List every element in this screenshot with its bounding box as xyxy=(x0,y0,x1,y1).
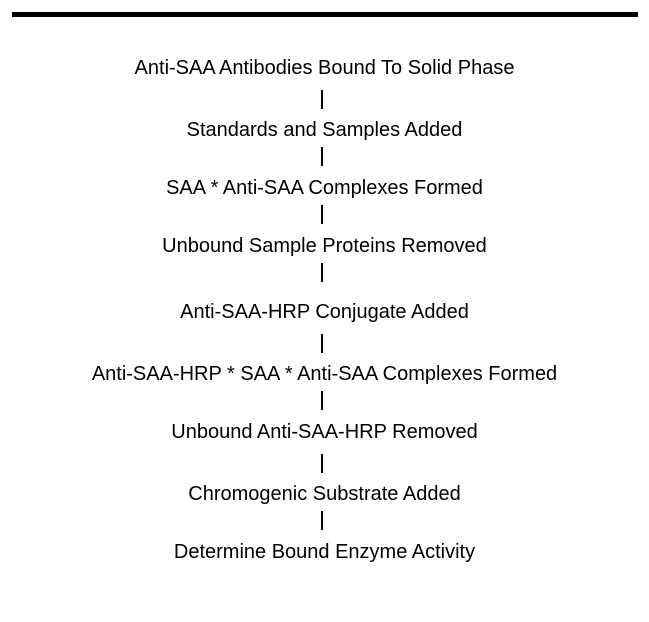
connector-5 xyxy=(321,334,323,353)
step-9-label: Determine Bound Enzyme Activity xyxy=(173,541,476,563)
step-5-label: Anti-SAA-HRP Conjugate Added xyxy=(180,301,469,323)
step-1-label: Anti-SAA Antibodies Bound To Solid Phase xyxy=(134,57,515,79)
step-8-label: Chromogenic Substrate Added xyxy=(188,483,461,505)
step-2-label: Standards and Samples Added xyxy=(186,119,463,141)
connector-3 xyxy=(321,205,323,224)
step-3-label: SAA * Anti-SAA Complexes Formed xyxy=(166,177,483,199)
connector-2 xyxy=(321,147,323,166)
step-6-label: Anti-SAA-HRP * SAA * Anti-SAA Complexes … xyxy=(91,363,558,385)
step-4-label: Unbound Sample Proteins Removed xyxy=(162,235,487,257)
connector-6 xyxy=(321,391,323,410)
connector-7 xyxy=(321,454,323,473)
step-7-label: Unbound Anti-SAA-HRP Removed xyxy=(171,421,478,443)
connector-8 xyxy=(321,511,323,530)
connector-1 xyxy=(321,90,323,109)
connector-4 xyxy=(321,263,323,282)
top-rule xyxy=(12,12,638,17)
